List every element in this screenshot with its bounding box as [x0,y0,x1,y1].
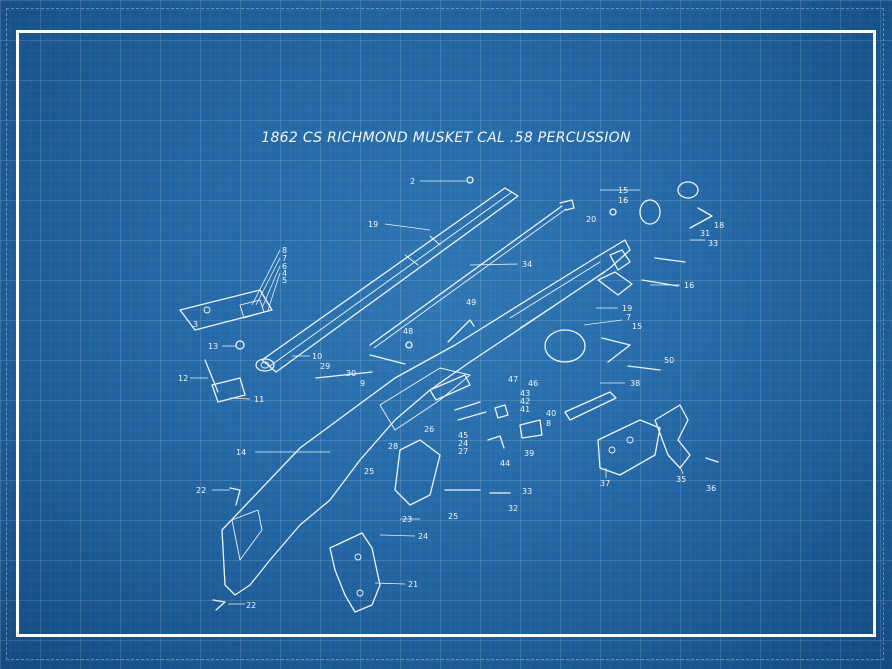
label-46: 46 [528,379,538,388]
label-30: 30 [346,369,356,378]
ramrod-part [369,199,575,349]
lock-plate-part [597,404,691,476]
label-33-top: 33 [708,239,718,248]
label-16-top: 16 [618,196,628,205]
label-25-lower: 25 [448,512,458,521]
label-32: 32 [508,504,518,513]
label-44: 44 [500,459,510,468]
label-10: 10 [312,352,322,361]
label-27: 27 [458,447,468,456]
butt-plate-part [329,532,381,613]
label-23: 23 [402,515,412,524]
label-49: 49 [466,298,476,307]
label-7-mid: 7 [626,313,631,322]
label-38: 38 [630,379,640,388]
label-37: 37 [600,479,610,488]
label-9: 9 [360,379,365,388]
inner-white-frame [16,30,876,637]
label-24-lower: 24 [418,532,428,541]
label-14: 14 [236,448,246,457]
label-43: 43 [520,389,530,398]
barrel-bands [544,181,699,363]
barrel-part [255,187,519,373]
label-11: 11 [254,395,264,404]
label-33-lower: 33 [522,487,532,496]
label-7: 7 [282,254,287,263]
label-13: 13 [208,342,218,351]
stock-part [221,239,631,596]
leader-lines [190,180,705,605]
label-8-lower: 8 [546,419,551,428]
label-34: 34 [522,260,532,269]
label-4: 4 [282,269,287,278]
label-22-upper: 22 [196,486,206,495]
label-48: 48 [403,327,413,336]
label-15-mid: 15 [632,322,642,331]
label-25-left: 25 [364,467,374,476]
label-50: 50 [664,356,674,365]
label-19-mid: 19 [622,304,632,313]
label-22-lower: 22 [246,601,256,610]
label-20: 20 [586,215,596,224]
label-2: 2 [410,177,415,186]
label-39: 39 [524,449,534,458]
label-8: 8 [282,246,287,255]
label-12: 12 [178,374,188,383]
label-29: 29 [320,362,330,371]
label-31: 31 [700,229,710,238]
part-labels: 2 19 34 8 7 6 4 5 3 13 12 11 10 29 30 9 … [178,177,724,610]
label-16-mid: 16 [684,281,694,290]
label-40: 40 [546,409,556,418]
label-26: 26 [424,425,434,434]
label-35: 35 [676,475,686,484]
label-28: 28 [388,442,398,451]
label-42: 42 [520,397,530,406]
label-41: 41 [520,405,530,414]
label-6: 6 [282,262,287,271]
label-18: 18 [714,221,724,230]
label-3: 3 [193,320,198,329]
outer-dashed-frame [6,8,884,660]
small-parts [179,176,719,611]
label-45: 45 [458,431,468,440]
label-47: 47 [508,375,518,384]
label-19: 19 [368,220,378,229]
label-21: 21 [408,580,418,589]
diagram-title: 1862 CS RICHMOND MUSKET CAL .58 PERCUSSI… [261,130,631,146]
label-36: 36 [706,484,716,493]
label-5: 5 [282,276,287,285]
label-24-mid: 24 [458,439,468,448]
label-15-top: 15 [618,186,628,195]
